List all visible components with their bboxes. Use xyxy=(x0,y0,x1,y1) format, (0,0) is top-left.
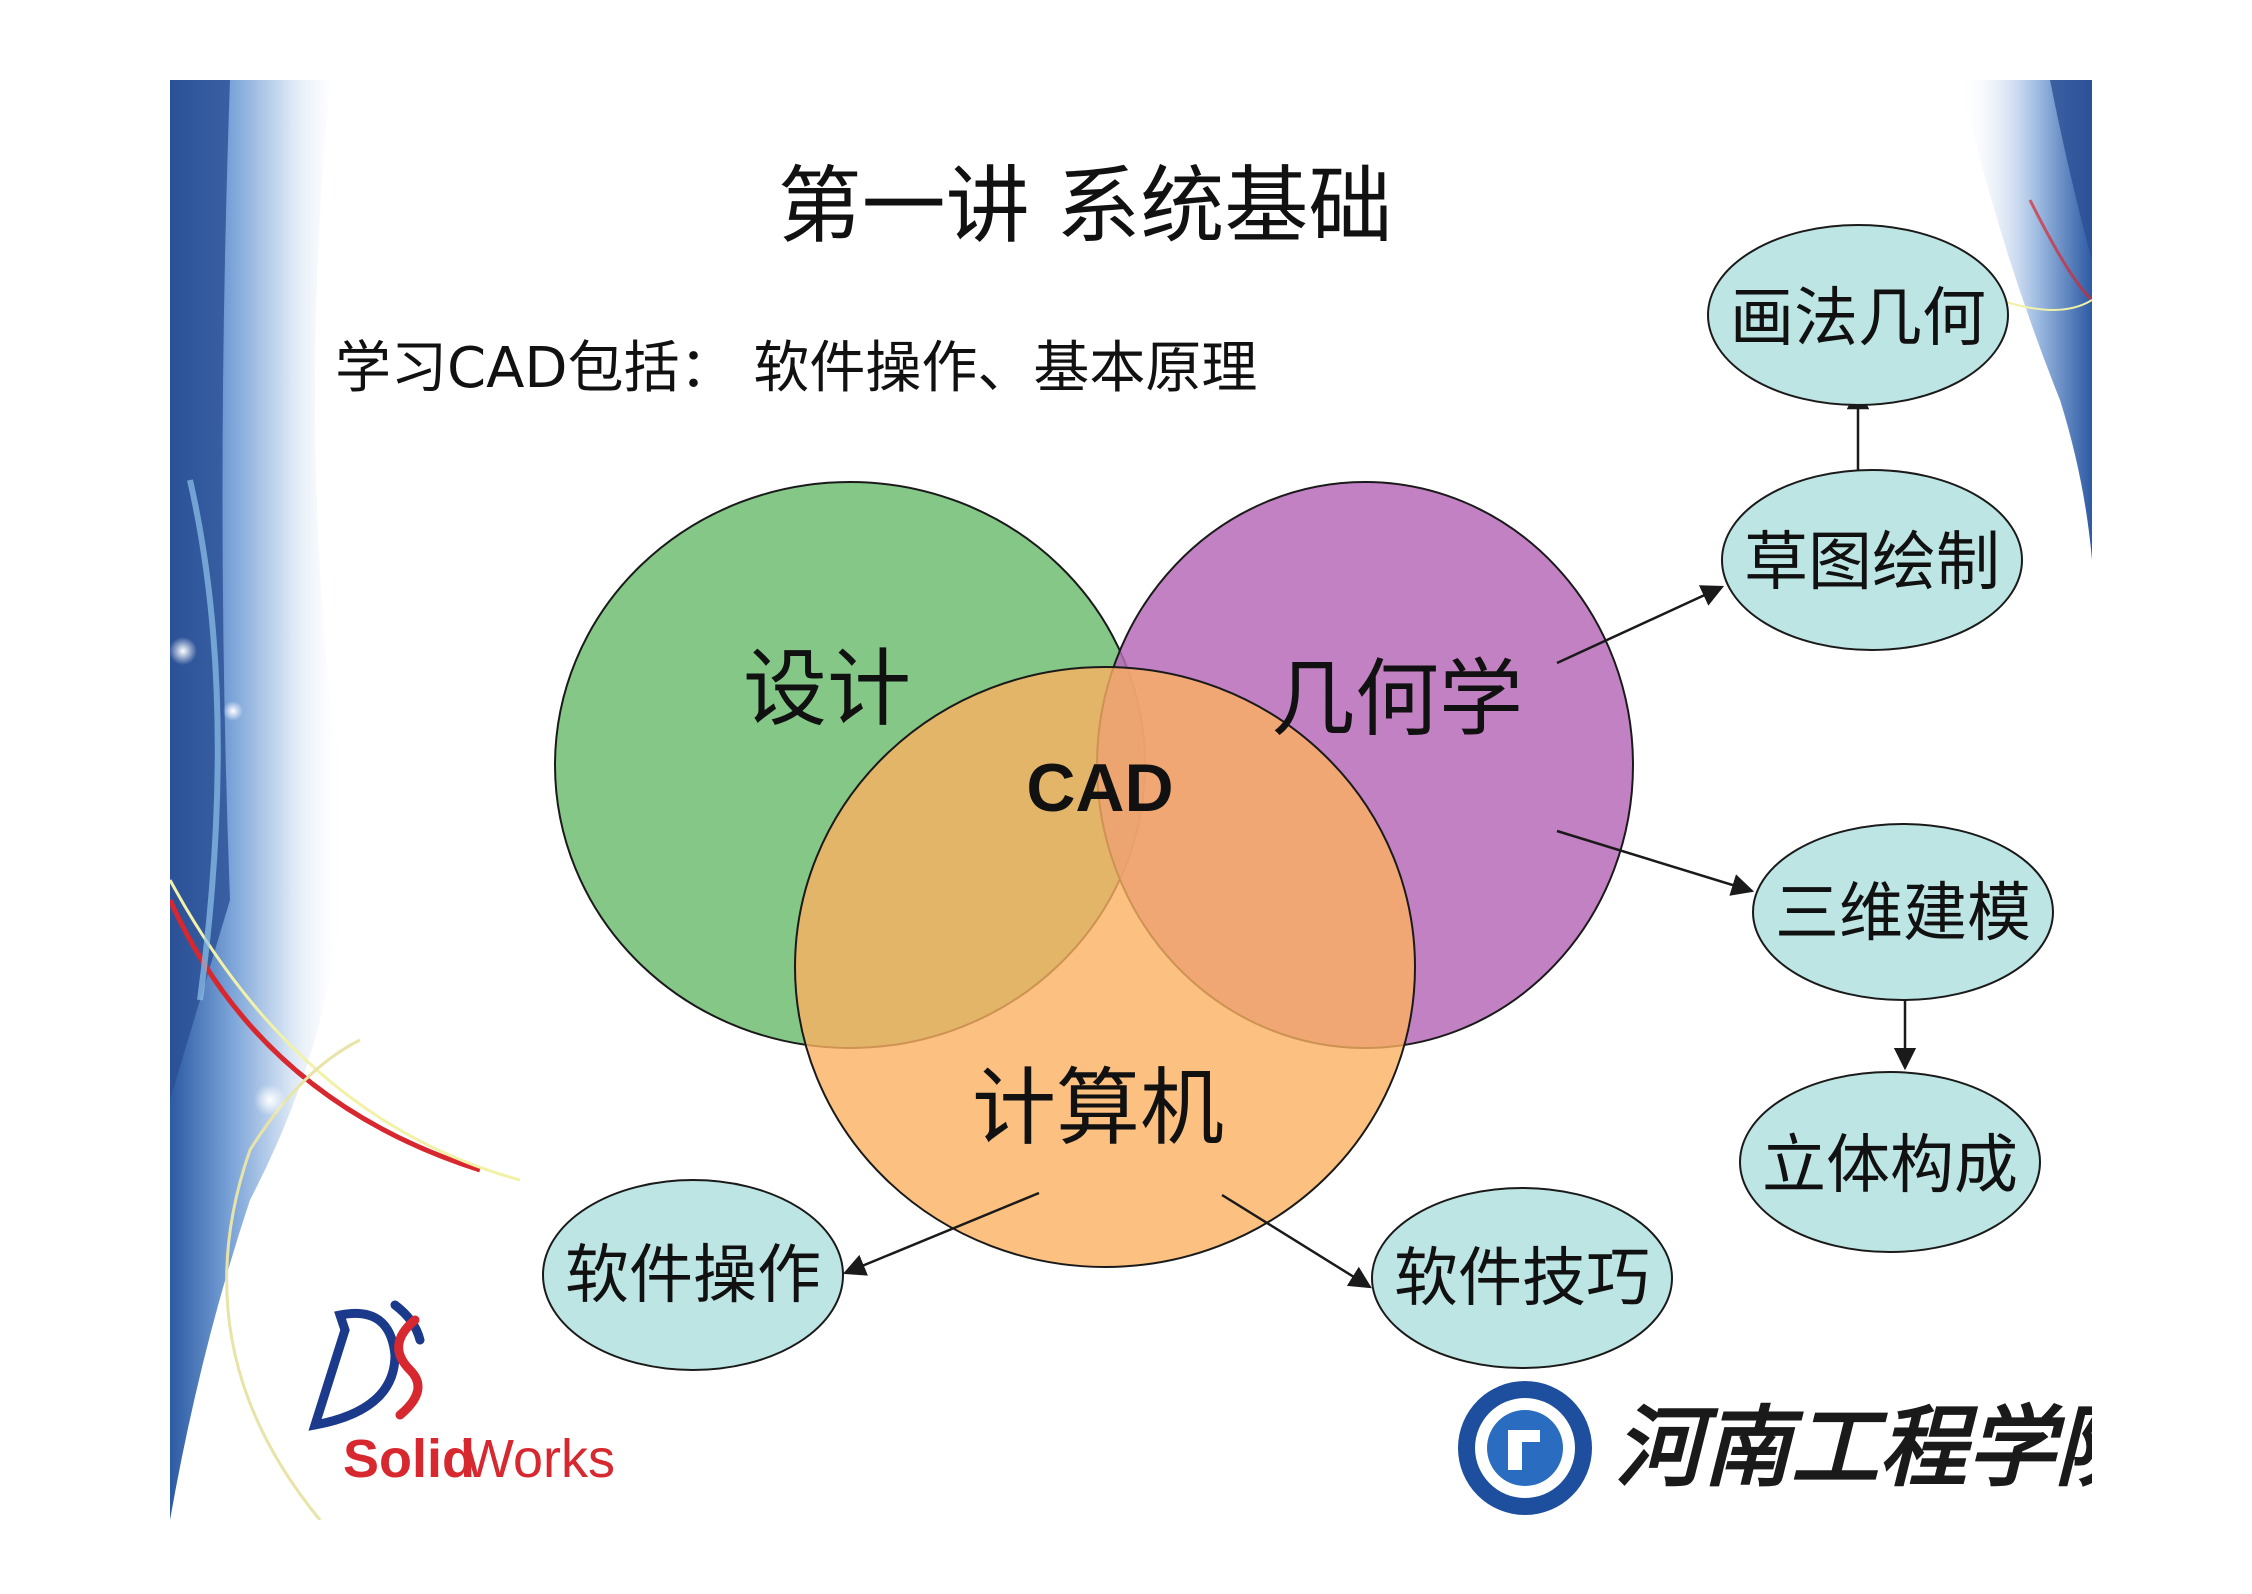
node-descriptive-geometry: 画法几何 xyxy=(1707,224,2009,406)
venn-center-label: CAD xyxy=(1026,750,1173,826)
node-label: 软件操作 xyxy=(565,1239,821,1313)
node-shape xyxy=(1739,1071,2041,1253)
node-sketch: 草图绘制 xyxy=(1721,469,2023,651)
slide: 第一讲 系统基础 学习CAD包括： 软件操作、基本原理 设计 几何学 计算机 C… xyxy=(170,80,2092,1520)
node-software-operation: 软件操作 xyxy=(542,1179,844,1371)
venn-diagram: 设计 几何学 计算机 CAD xyxy=(554,481,1634,1268)
arrow-geometry-to-sketch xyxy=(1556,585,1725,665)
school-seal-mark-icon xyxy=(1508,1430,1540,1470)
arrow-computer-to-software-op xyxy=(842,1191,1040,1276)
venn-label-geometry: 几何学 xyxy=(1271,650,1523,748)
node-solid-composition: 立体构成 xyxy=(1739,1071,2041,1253)
node-label: 画法几何 xyxy=(1730,282,1986,356)
node-software-skill: 软件技巧 xyxy=(1371,1187,1673,1369)
slide-title: 第一讲 系统基础 xyxy=(778,157,1393,255)
slide-subtitle: 学习CAD包括： 软件操作、基本原理 xyxy=(335,336,1257,401)
solidworks-logo: Solid Works xyxy=(308,1300,615,1489)
school-logo: 河南工程学院 xyxy=(1458,1381,2092,1515)
node-shape xyxy=(542,1179,844,1371)
solidworks-text-solid: Solid xyxy=(343,1429,475,1489)
ds-logo-s-icon xyxy=(394,1315,423,1420)
arrows xyxy=(842,386,1917,1289)
venn-circle-computer xyxy=(794,666,1416,1268)
diagram-canvas: 第一讲 系统基础 学习CAD包括： 软件操作、基本原理 设计 几何学 计算机 C… xyxy=(170,80,2092,1520)
node-shape xyxy=(1371,1187,1673,1369)
school-name: 河南工程学院 xyxy=(1615,1395,2092,1499)
venn-label-design: 设计 xyxy=(743,640,911,738)
node-label: 立体构成 xyxy=(1762,1129,2018,1203)
node-shape xyxy=(1707,224,2009,406)
node-label: 草图绘制 xyxy=(1744,526,2000,600)
node-label: 三维建模 xyxy=(1775,877,2031,951)
school-seal-core xyxy=(1487,1410,1563,1486)
node-shape xyxy=(1752,823,2054,1001)
solidworks-text-works: Works xyxy=(463,1429,615,1489)
node-3d-modeling: 三维建模 xyxy=(1752,823,2054,1001)
nodes: 画法几何 草图绘制 三维建模 立体构成 软件操作 软件技巧 xyxy=(542,224,2054,1371)
arrow-computer-to-software-skill xyxy=(1221,1193,1372,1289)
node-shape xyxy=(1721,469,2023,651)
venn-label-computer: 计算机 xyxy=(972,1059,1224,1157)
node-label: 软件技巧 xyxy=(1394,1242,1650,1316)
arrow-geometry-to-3d xyxy=(1556,829,1755,896)
